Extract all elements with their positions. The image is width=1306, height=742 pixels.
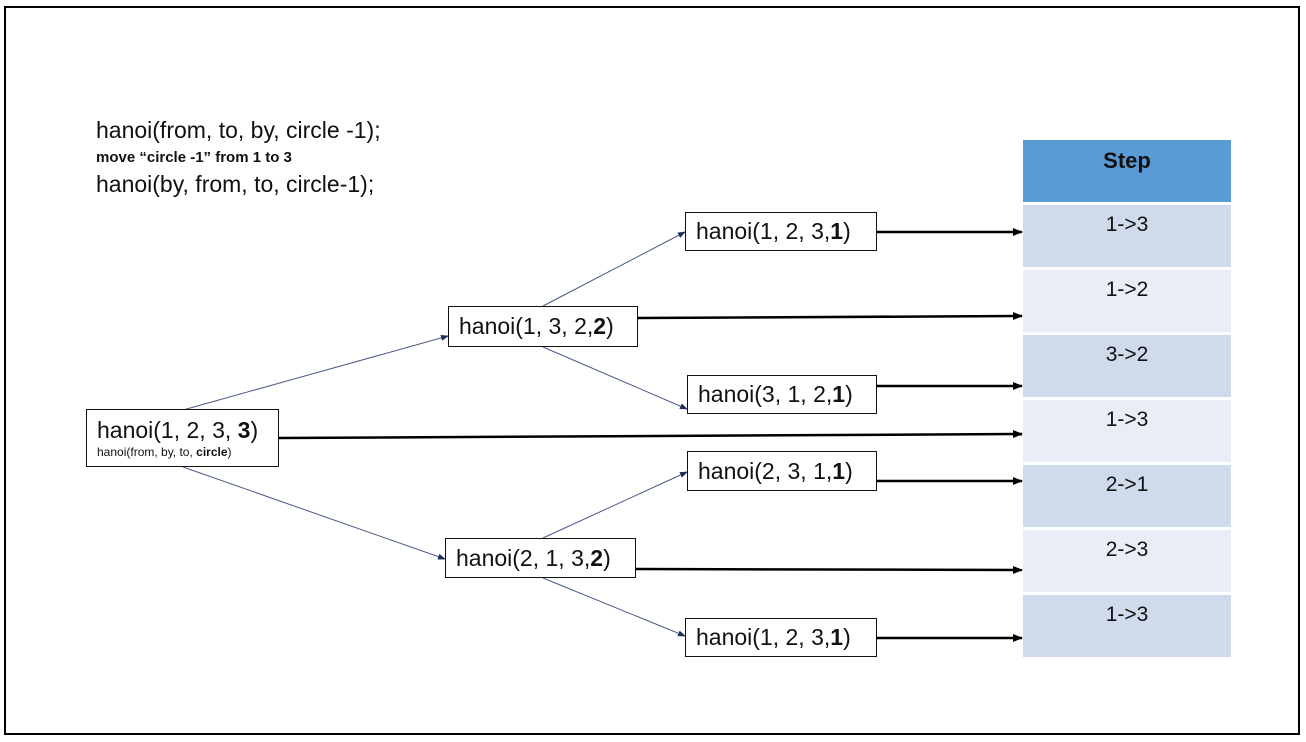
step-cell-5: 2->1 bbox=[1023, 465, 1231, 527]
call-node-leaf-4-n: 1 bbox=[830, 624, 844, 650]
step-table: Step 1->3 1->2 3->2 1->3 2->1 2->3 1->3 bbox=[1023, 140, 1231, 660]
tree-edge-upper-to-top bbox=[542, 231, 686, 307]
step-table-header: Step bbox=[1023, 140, 1231, 202]
step-arrow-6 bbox=[635, 565, 1023, 574]
tree-edge-root-to-upper bbox=[182, 334, 449, 411]
call-node-leaf-1-suffix: ) bbox=[843, 218, 851, 244]
step-cell-4: 1->3 bbox=[1023, 400, 1231, 462]
pseudocode-line-1: hanoi(from, to, by, circle -1); bbox=[96, 117, 381, 143]
call-node-leaf-2-prefix: hanoi(3, 1, 2, bbox=[698, 381, 833, 407]
call-node-leaf-2-n: 1 bbox=[832, 381, 846, 407]
call-node-leaf-1-prefix: hanoi(1, 2, 3, bbox=[696, 218, 831, 244]
root-call-suffix: ) bbox=[250, 416, 259, 443]
call-node-lower: hanoi(2, 1, 3, 2) bbox=[445, 538, 636, 578]
call-node-upper-prefix: hanoi(1, 3, 2, bbox=[459, 313, 594, 339]
call-node-leaf-1-n: 1 bbox=[830, 218, 844, 244]
call-node-leaf-2-suffix: ) bbox=[845, 381, 853, 407]
tree-edge-lower-to-bottom bbox=[542, 577, 686, 637]
call-node-upper-n: 2 bbox=[593, 313, 607, 339]
root-signature-suffix: ) bbox=[227, 445, 232, 460]
call-node-lower-suffix: ) bbox=[603, 544, 611, 571]
root-signature-bold: circle bbox=[196, 445, 228, 460]
step-cell-3: 3->2 bbox=[1023, 335, 1231, 397]
root-call-text: hanoi(1, 2, 3, 3) bbox=[97, 418, 258, 442]
root-signature-prefix: hanoi(from, by, to, bbox=[97, 445, 197, 460]
step-cell-2: 1->2 bbox=[1023, 270, 1231, 332]
call-node-leaf-3: hanoi(2, 3, 1, 1) bbox=[687, 451, 877, 491]
root-call-node: hanoi(1, 2, 3, 3) hanoi(from, by, to, ci… bbox=[86, 409, 279, 467]
root-call-prefix: hanoi(1, 2, 3, bbox=[97, 416, 238, 443]
tree-edge-lower-to-third bbox=[542, 471, 688, 539]
pseudocode-line-3: hanoi(by, from, to, circle-1); bbox=[96, 171, 375, 197]
step-cell-7: 1->3 bbox=[1023, 595, 1231, 657]
pseudocode-line-2: move “circle -1” from 1 to 3 bbox=[96, 149, 292, 166]
call-node-lower-n: 2 bbox=[590, 544, 604, 571]
call-node-leaf-2: hanoi(3, 1, 2, 1) bbox=[687, 375, 877, 414]
call-node-leaf-3-n: 1 bbox=[832, 457, 846, 484]
call-node-leaf-3-prefix: hanoi(2, 3, 1, bbox=[698, 457, 833, 484]
step-arrow-2 bbox=[637, 312, 1023, 321]
tree-edge-root-to-lower bbox=[182, 466, 446, 560]
call-node-upper: hanoi(1, 3, 2, 2) bbox=[448, 306, 638, 347]
step-cell-1: 1->3 bbox=[1023, 205, 1231, 267]
step-cell-6: 2->3 bbox=[1023, 530, 1231, 592]
call-node-leaf-1: hanoi(1, 2, 3, 1) bbox=[685, 212, 877, 251]
tree-edge-upper-to-second bbox=[542, 346, 688, 410]
step-arrow-4 bbox=[278, 430, 1023, 440]
call-node-leaf-4-suffix: ) bbox=[843, 624, 851, 650]
root-call-n: 3 bbox=[237, 416, 251, 443]
root-signature: hanoi(from, by, to, circle) bbox=[97, 446, 232, 458]
call-node-upper-suffix: ) bbox=[606, 313, 614, 339]
call-node-leaf-3-suffix: ) bbox=[845, 457, 853, 484]
call-node-leaf-4-prefix: hanoi(1, 2, 3, bbox=[696, 624, 831, 650]
call-node-leaf-4: hanoi(1, 2, 3, 1) bbox=[685, 618, 877, 657]
call-node-lower-prefix: hanoi(2, 1, 3, bbox=[456, 544, 591, 571]
